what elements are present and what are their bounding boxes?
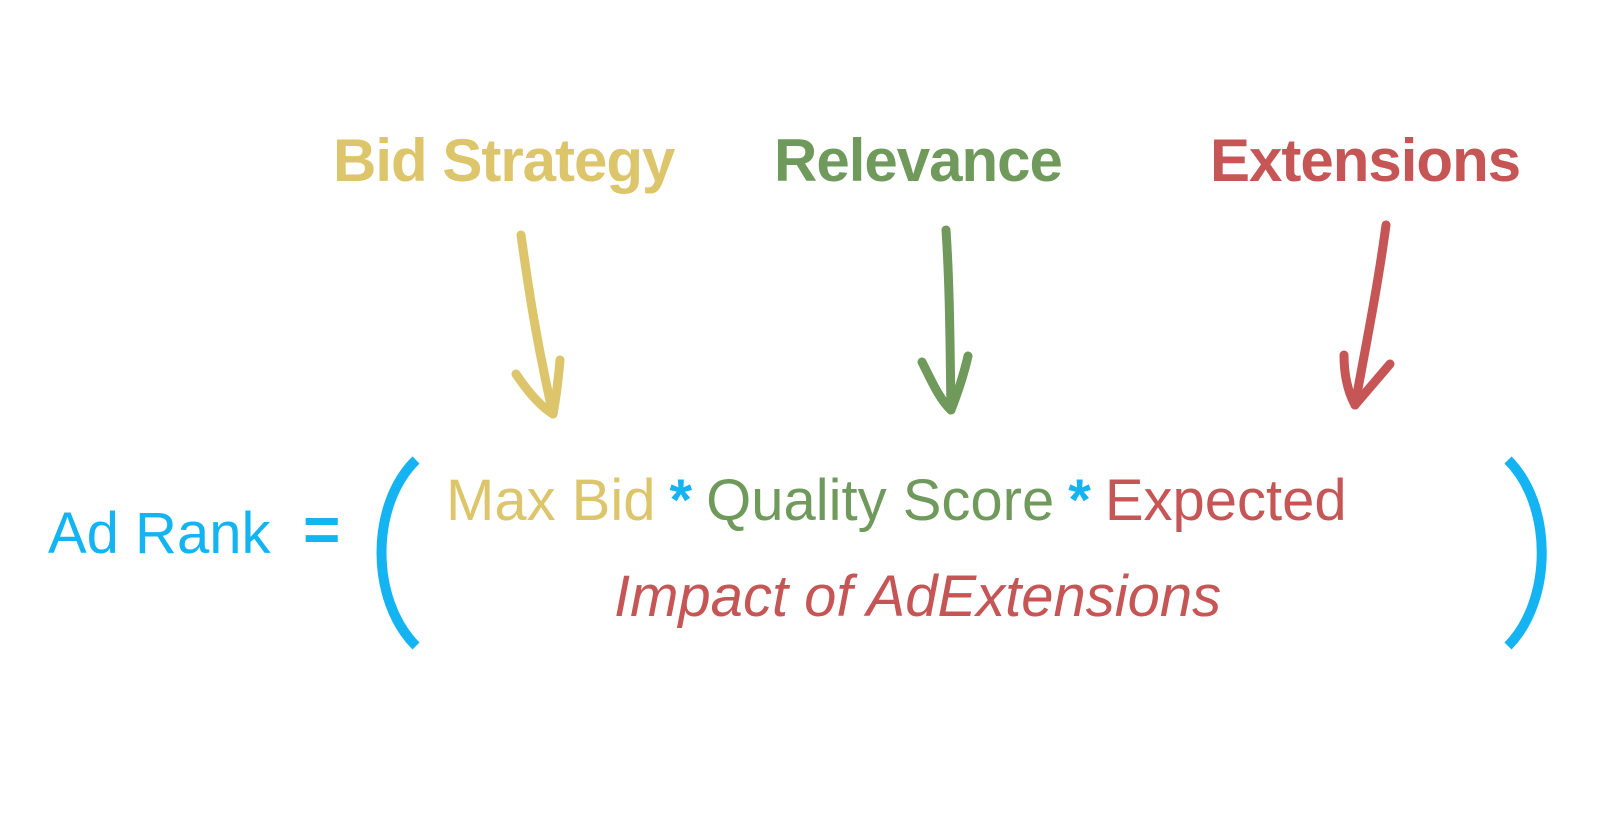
expected-term: Expected <box>1104 468 1347 533</box>
formula-line-1: Max Bid*Quality Score*Expected <box>446 470 1347 532</box>
right-paren-icon <box>1504 456 1547 650</box>
multiply-operator: * <box>669 468 693 533</box>
label-bid-strategy: Bid Strategy <box>333 127 675 194</box>
down-arrow-icon <box>917 225 973 415</box>
left-paren-icon <box>376 456 420 650</box>
label-relevance: Relevance <box>774 127 1063 194</box>
down-arrow-icon <box>511 230 565 419</box>
equals-sign: = <box>303 493 341 565</box>
ad-rank-term: Ad Rank <box>48 501 271 566</box>
quality-score-term: Quality Score <box>706 468 1055 533</box>
label-extensions: Extensions <box>1210 127 1521 194</box>
max-bid-term: Max Bid <box>446 468 656 533</box>
multiply-operator: * <box>1068 468 1091 533</box>
impact-term: Impact of AdExtensions <box>614 564 1222 629</box>
down-arrow-icon <box>1339 220 1395 410</box>
